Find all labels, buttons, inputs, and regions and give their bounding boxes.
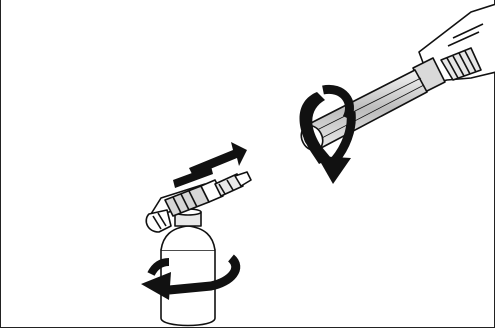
rotate-counterclockwise-arrow — [141, 254, 241, 300]
detergent-nozzle-bottle — [145, 171, 252, 327]
spray-wand — [300, 3, 495, 152]
rotate-clockwise-arrow — [299, 84, 356, 184]
push-forward-arrow — [173, 142, 247, 188]
